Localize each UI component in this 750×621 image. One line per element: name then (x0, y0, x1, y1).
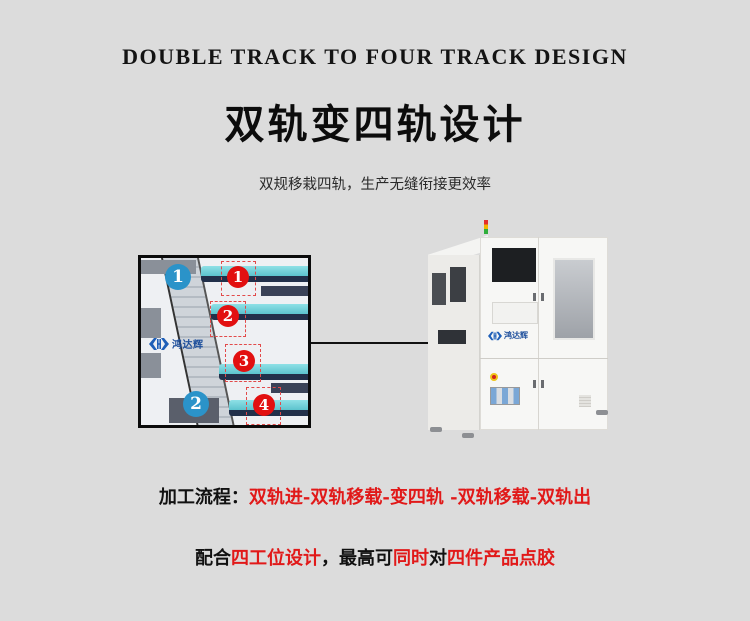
process-steps: 双轨进-双轨移载-变四轨 -双轨移载-双轨出 (248, 487, 592, 508)
feature-text: ，最高可 (321, 548, 393, 569)
brand-logo-text: 鸿达辉 (172, 340, 204, 351)
transfer-marker-2: 2 (183, 391, 209, 417)
track-diagram-inset: 1 2 3 4 1 2 鸿达辉 (138, 255, 311, 428)
vent-grille (579, 395, 591, 407)
brand-logo: 鸿达辉 (149, 336, 204, 351)
feature-text: 对 (429, 548, 447, 569)
leveling-foot (430, 427, 442, 432)
monitor-screen (492, 248, 536, 282)
feature-statement: 配合四工位设计，最高可同时对四件产品点胶 (0, 544, 750, 570)
door-seam (538, 237, 539, 430)
machine-frame (141, 353, 161, 378)
track-frame (261, 286, 308, 296)
machine-frame (141, 308, 161, 338)
dispensing-machine: 鸿达辉 (420, 215, 610, 440)
door-handle (533, 380, 536, 388)
station-box-3 (225, 344, 261, 382)
station-box-4 (246, 387, 281, 425)
panel-seam (480, 358, 608, 359)
station-box-1 (221, 261, 256, 296)
access-panel (492, 302, 538, 324)
track-marker-1: 1 (227, 266, 249, 288)
station-box-2 (210, 301, 246, 337)
leveling-foot (596, 410, 608, 415)
machine-brand-logo: 鸿达辉 (488, 330, 528, 341)
track-marker-2: 2 (217, 305, 239, 327)
door-handle (541, 380, 544, 388)
track-frame (271, 383, 308, 393)
emergency-stop-button (490, 373, 498, 381)
process-label: 加工流程： (158, 487, 249, 508)
brand-logo-icon (488, 331, 502, 340)
front-window (553, 258, 595, 340)
track-marker-4: 4 (253, 394, 275, 416)
feature-highlight: 四工位设计 (231, 548, 321, 569)
door-handle (533, 293, 536, 301)
track-1 (201, 266, 308, 282)
track-marker-3: 3 (233, 350, 255, 372)
transfer-marker-1: 1 (165, 264, 191, 290)
brand-logo-icon (149, 337, 169, 350)
chinese-title: 双轨变四轨设计 (224, 101, 526, 148)
english-title: DOUBLE TRACK TO FOUR TRACK DESIGN (122, 44, 628, 69)
feature-text: 配合 (195, 548, 231, 569)
connector-line (311, 342, 441, 344)
feature-highlight: 同时 (393, 548, 429, 569)
leveling-foot (462, 433, 474, 438)
air-filter-unit (490, 387, 520, 405)
process-flow: 加工流程：双轨进-双轨移载-变四轨 -双轨移载-双轨出 (0, 483, 750, 509)
side-window (450, 267, 466, 302)
track-inlet (438, 330, 466, 344)
side-window (432, 273, 446, 305)
subtitle: 双规移栽四轨，生产无缝衔接更效率 (259, 177, 491, 193)
machine-brand-text: 鸿达辉 (504, 331, 528, 340)
feature-highlight: 四件产品点胶 (447, 548, 555, 569)
door-handle (541, 293, 544, 301)
signal-tower-light (484, 220, 488, 234)
